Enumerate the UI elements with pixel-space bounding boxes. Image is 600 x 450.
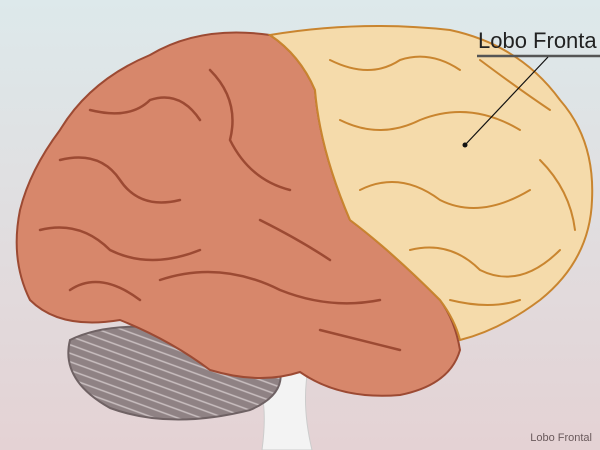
label-frontal-lobe: Lobo Fronta (478, 28, 597, 53)
sulci-frontal (329, 55, 576, 306)
sulci-other (38, 68, 402, 352)
label-leader-frontal (462, 54, 600, 148)
label-frontal-lobe-full-name: Lobo Frontal (530, 432, 592, 444)
frontal-lobe (267, 25, 594, 342)
